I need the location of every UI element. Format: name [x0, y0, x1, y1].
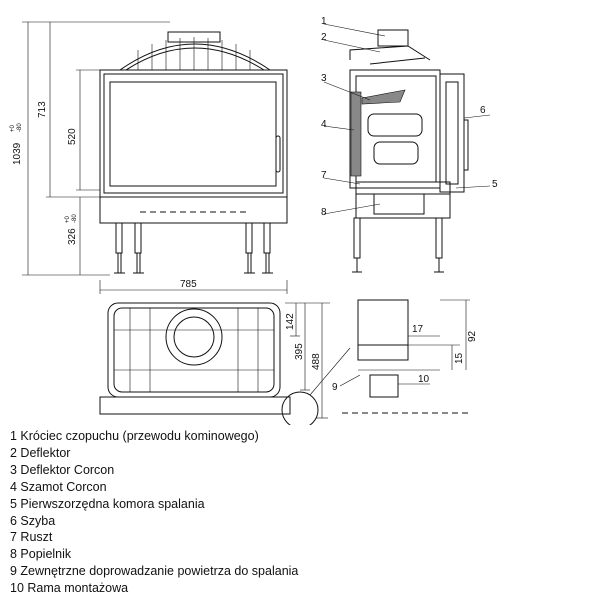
side-view	[323, 23, 491, 273]
callout-3: 3	[321, 73, 327, 84]
callout-4: 4	[321, 119, 327, 130]
total-height-tol-bottom: -80	[17, 123, 23, 132]
callout-7: 7	[321, 170, 327, 181]
legend-item: 6 Szyba	[10, 513, 56, 528]
top-view	[99, 302, 351, 425]
callout-9: 9	[332, 382, 338, 393]
detail-15-label: 15	[454, 352, 465, 364]
detail-view	[342, 299, 470, 414]
depth-total-label: 488	[311, 353, 322, 370]
leg-height-tol-bottom: -80	[72, 214, 78, 223]
legend: 1 Króciec czopuchu (przewodu kominowego)…	[10, 428, 298, 597]
glass-height-label: 520	[67, 128, 78, 145]
legend-item: 4 Szamot Corcon	[10, 479, 107, 494]
legend-item: 1 Króciec czopuchu (przewodu kominowego)	[10, 429, 259, 443]
depth-top-label: 142	[285, 313, 296, 330]
detail-10-label: 10	[418, 374, 430, 385]
legend-item: 3 Deflektor Corcon	[10, 462, 115, 477]
leg-height-label: 326	[67, 228, 78, 245]
technical-drawing: 1039 +0 -80 713 520 326 +0 -80 785	[10, 16, 498, 425]
depth-mid-label: 395	[294, 343, 305, 360]
legend-item: 7 Ruszt	[10, 530, 53, 545]
detail-92-label: 92	[467, 330, 478, 342]
width-label: 785	[180, 279, 197, 290]
callout-8: 8	[321, 207, 327, 218]
callout-5: 5	[492, 179, 498, 190]
legend-item: 9 Zewnętrzne doprowadzanie powietrza do …	[10, 564, 299, 579]
body-height-label: 713	[37, 101, 48, 118]
total-height-tol-top: +0	[10, 124, 16, 132]
callout-1: 1	[321, 16, 327, 27]
legend-item: 2 Deflektor	[10, 445, 71, 460]
leg-height-tol-top: +0	[65, 215, 71, 223]
legend-item: 8 Popielnik	[10, 547, 72, 562]
callout-2: 2	[321, 32, 327, 43]
total-height-label: 1039	[12, 142, 23, 165]
callout-6: 6	[480, 105, 486, 116]
legend-item: 5 Pierwszorzędna komora spalania	[10, 496, 205, 511]
detail-17-label: 17	[412, 324, 424, 335]
legend-item: 10 Rama montażowa	[10, 581, 129, 596]
front-view	[22, 21, 288, 276]
